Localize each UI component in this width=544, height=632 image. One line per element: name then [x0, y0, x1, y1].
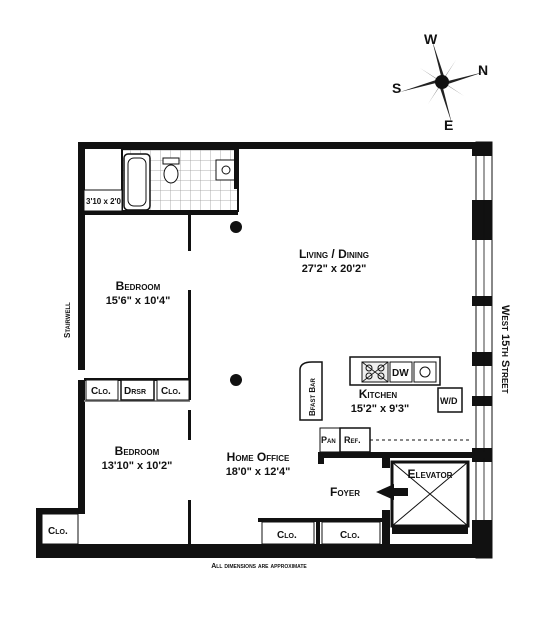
foyer-name: Foyer: [330, 485, 360, 499]
foyer-walls: [258, 452, 488, 544]
compass-s: S: [392, 80, 401, 96]
kitchen-name: Kitchen: [359, 387, 398, 401]
street-label: West 15th Street: [499, 305, 511, 394]
compass-n: N: [478, 62, 488, 78]
bath-side-wall: [234, 149, 238, 189]
bath-wall: [78, 211, 238, 215]
home-office-dims: 18'0" x 12'4": [226, 466, 291, 478]
bedroom-closets: [85, 379, 190, 401]
exterior-walls: [36, 142, 492, 558]
washer-dryer-label: W/D: [440, 396, 458, 406]
living-room-name: Living / Dining: [299, 247, 369, 261]
footer-note: All dimensions are approximate: [211, 563, 307, 570]
kitchen-fixtures: [299, 356, 470, 453]
stairwell-label: Stairwell: [63, 302, 72, 338]
closet-south-1: [261, 521, 315, 545]
closet-southwest: [41, 513, 79, 545]
closet-label-4: Clo.: [277, 530, 297, 541]
refrigerator-label: Ref.: [344, 435, 361, 445]
home-office-name: Home Office: [227, 450, 290, 464]
bedroom-1-dims: 15'6" x 10'4": [106, 295, 171, 307]
living-room-dims: 27'2" x 20'2": [302, 263, 367, 275]
entry-arrow: [376, 484, 408, 500]
bedroom-2-name: Bedroom: [115, 444, 160, 458]
compass-rose: W N S E: [392, 31, 488, 133]
dresser-label: Drsr: [124, 386, 146, 397]
linen-closet: [83, 189, 123, 212]
closet-label-2: Clo.: [161, 386, 181, 397]
column-south: [230, 374, 242, 386]
dishwasher-label: DW: [392, 368, 409, 379]
elevator-name: Elevator: [408, 467, 453, 481]
compass-e: E: [444, 117, 453, 133]
bedroom-1-name: Bedroom: [116, 279, 161, 293]
bathroom: [121, 148, 239, 212]
bedroom-2-dims: 13'10" x 10'2": [102, 460, 173, 472]
closet-dims-label: 3'10 x 2'0: [86, 197, 121, 206]
closet-south-2: [321, 521, 381, 545]
kitchen-dims: 15'2" x 9'3": [351, 403, 409, 415]
column-north: [230, 221, 242, 233]
closet-label-3: Clo.: [48, 526, 68, 537]
east-wall-windows: [472, 141, 493, 559]
pantry-label: Pan: [321, 435, 336, 445]
closet-label-1: Clo.: [91, 386, 111, 397]
closet-label-5: Clo.: [340, 530, 360, 541]
compass-w: W: [424, 31, 438, 47]
breakfast-bar-label: Bfast Bar: [308, 378, 317, 416]
